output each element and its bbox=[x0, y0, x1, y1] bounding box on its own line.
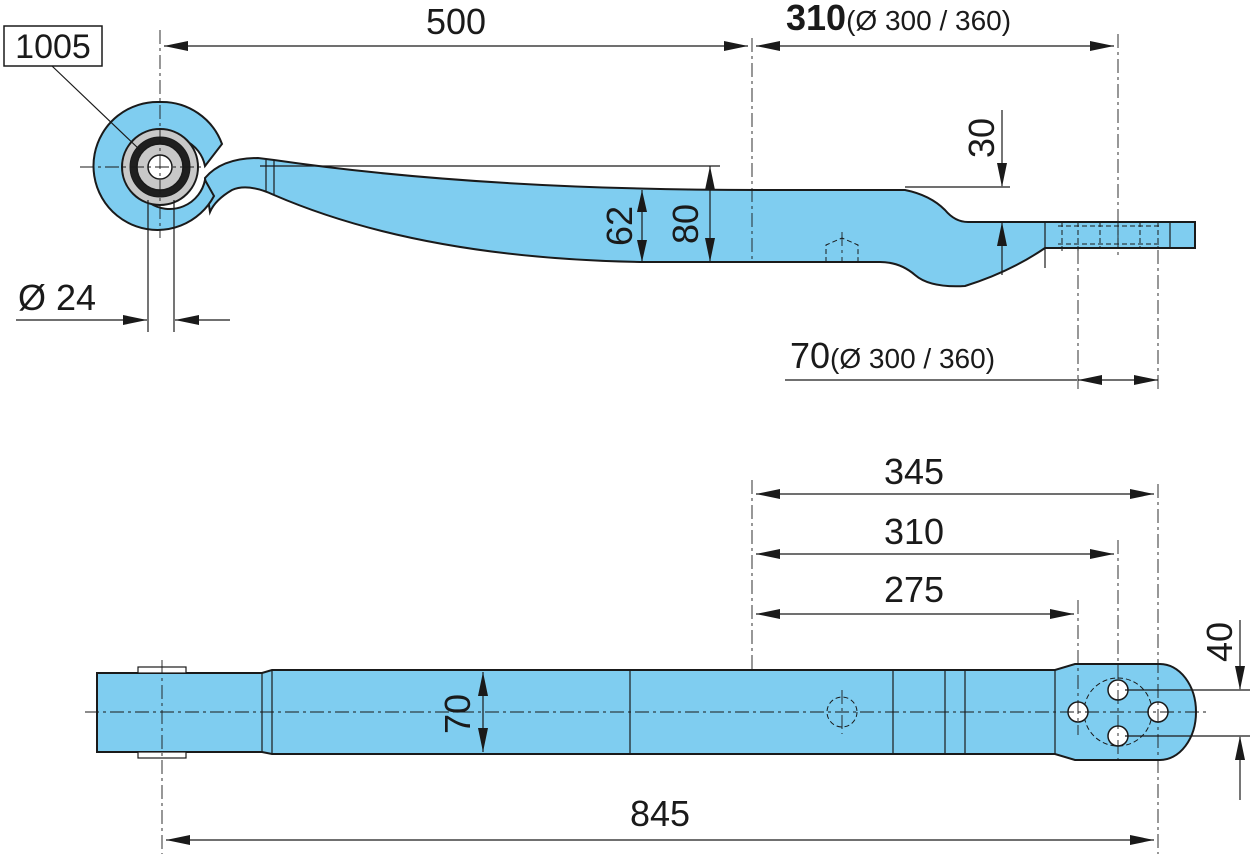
leader-line bbox=[51, 65, 141, 151]
top-view: 345 310 275 40 70 845 bbox=[85, 451, 1250, 854]
dim-80: 80 bbox=[665, 204, 706, 244]
spring-eye bbox=[92, 100, 224, 231]
dim-845: 845 bbox=[630, 793, 690, 834]
dim-bore: Ø 24 bbox=[18, 277, 96, 318]
dim-310-top: 310 bbox=[884, 511, 944, 552]
side-view: 1005 500 310(Ø 300 / 360) 30 62 80 bbox=[3, 0, 1196, 392]
dim-width-70: 70 bbox=[437, 694, 478, 734]
dim-500: 500 bbox=[426, 1, 486, 42]
dim-30: 30 bbox=[961, 118, 1002, 158]
item-label-box bbox=[3, 25, 103, 67]
dim-40: 40 bbox=[1199, 622, 1240, 662]
dim-345: 345 bbox=[884, 451, 944, 492]
item-label: 1005 bbox=[15, 28, 91, 66]
spring-leaf-side-body bbox=[203, 156, 1196, 288]
dim-70-side: 70(Ø 300 / 360) bbox=[790, 335, 995, 376]
dim-310-side: 310(Ø 300 / 360) bbox=[786, 0, 1011, 38]
dim-62: 62 bbox=[599, 206, 640, 246]
center-bolt-hole bbox=[826, 696, 858, 728]
dim-275: 275 bbox=[884, 569, 944, 610]
